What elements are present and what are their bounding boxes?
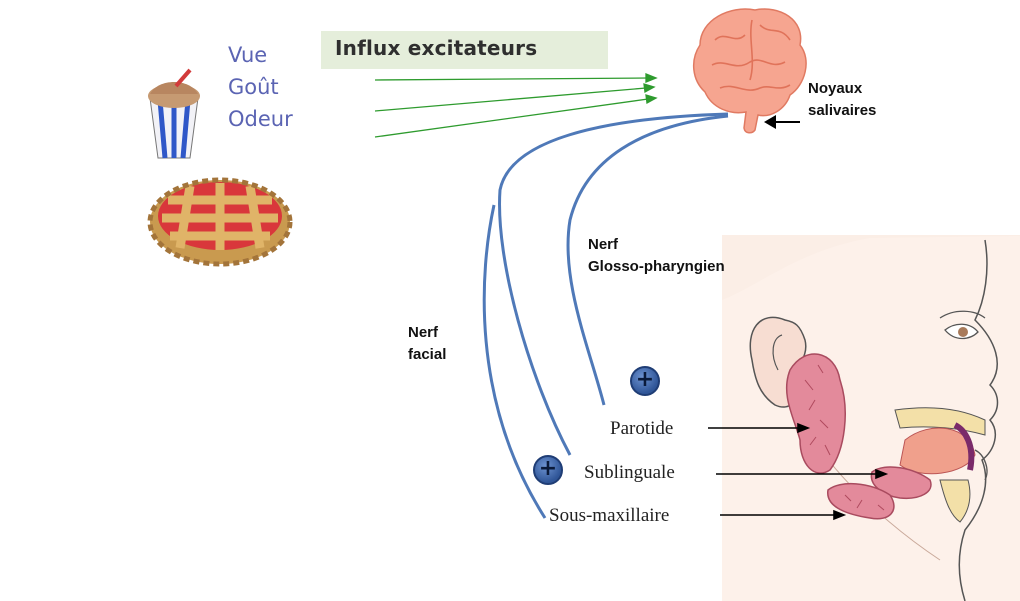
nerf-facial-line2: facial (408, 346, 447, 363)
stimulus-gout: Goût (228, 75, 279, 99)
nerf-facial-branch (482, 204, 547, 519)
plus-badge-glosso: + (630, 366, 660, 396)
brain-icon (693, 8, 807, 134)
influx-label-box: Influx excitateurs (321, 31, 608, 69)
nerf-glosso-line2: Glosso-pharyngien (588, 258, 725, 275)
stimuli-list: Vue Goût Odeur (228, 39, 293, 135)
pie-icon (147, 177, 293, 267)
nerf-glosso-line1: Nerf (588, 236, 619, 253)
influx-label: Influx excitateurs (335, 36, 538, 60)
nerf-facial-path (498, 112, 729, 456)
gland-label-sublinguale: Sublinguale (584, 462, 675, 483)
noyaux-label-line2: salivaires (808, 102, 877, 119)
nerf-glosso-label: Nerf Glosso-pharyngien (588, 234, 725, 278)
gland-label-sous-maxillaire: Sous-maxillaire (549, 505, 670, 526)
head-profile-illustration (722, 235, 1020, 601)
noyaux-label: Noyaux salivaires (808, 78, 876, 122)
noyaux-arrow (764, 115, 800, 129)
noyaux-label-line1: Noyaux (808, 80, 863, 97)
stimulus-odeur: Odeur (228, 107, 293, 131)
gland-label-parotide: Parotide (610, 418, 674, 439)
nerf-facial-label: Nerf facial (408, 322, 446, 366)
milkshake-icon (148, 68, 200, 159)
nerf-facial-line1: Nerf (408, 324, 439, 341)
nerve-paths (482, 112, 729, 519)
gland-pointer-lines (708, 422, 889, 521)
nerf-glosso-path (566, 114, 729, 406)
stimulus-vue: Vue (228, 43, 268, 67)
influx-arrows (374, 73, 658, 138)
plus-badge-facial: + (533, 455, 563, 485)
